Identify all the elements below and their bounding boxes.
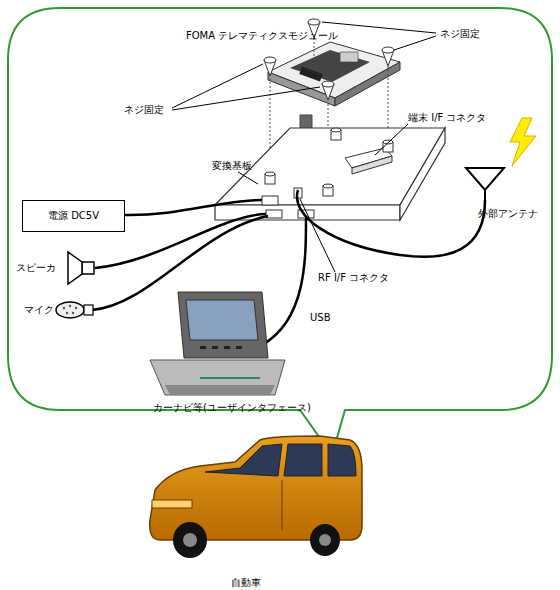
part-label: 外部アンテナ [478,208,538,220]
car-illustration [150,436,362,558]
speaker-icon [68,252,94,284]
part-label: FOMA テレマティクスモジュール [186,30,338,42]
conversion-board [215,128,445,220]
part-label: RF I/F コネクタ [318,272,389,284]
part-label: 自動車 [231,577,261,589]
part-label: カーナビ等(ユーザインタフェース) [153,402,311,414]
cables [92,190,485,345]
part-label: USB [310,312,331,324]
part-label: スピーカ [16,262,56,274]
part-label: マイク [24,304,54,316]
power-box: 電源 DC5V [22,200,125,232]
node-text: 電源 DC5V [48,209,99,223]
part-label: ネジ固定 [440,28,480,40]
foma-module [268,42,400,106]
part-label: ネジ固定 [124,104,164,116]
leader-lines [172,22,436,110]
car-navigation [150,292,285,395]
leader-lines [238,124,408,272]
part-label: 端末 I/F コネクタ [408,112,486,124]
speech-bubble [8,8,552,455]
part-label: 変換基板 [212,160,252,172]
external-antenna [466,168,504,205]
radio-signal [510,118,536,166]
mic-icon [56,302,93,318]
